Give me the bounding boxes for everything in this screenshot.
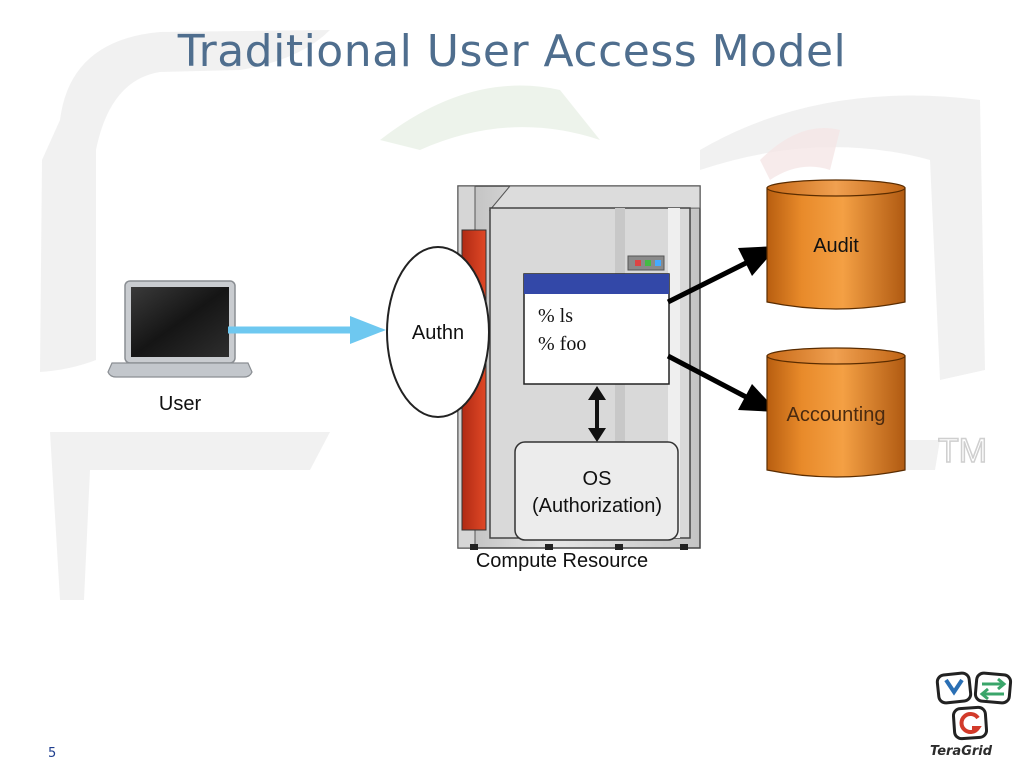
compute-resource-label: Compute Resource: [476, 550, 648, 572]
slide-title: Traditional User Access Model: [177, 26, 847, 77]
os-box: [514, 441, 679, 541]
accounting-label: Accounting: [787, 404, 886, 426]
terminal-os-double-arrow: [588, 386, 606, 442]
authorization-label: (Authorization): [532, 495, 662, 517]
user-label: User: [159, 393, 202, 415]
audit-database-icon: [766, 179, 906, 310]
user-authn-arrow: [228, 316, 386, 344]
os-label: OS: [583, 468, 612, 490]
authn-label: Authn: [412, 322, 464, 344]
terminal-line-1: % ls: [538, 305, 573, 327]
audit-label: Audit: [813, 235, 859, 257]
terminal-window: [523, 273, 670, 385]
terminal-line-2: % foo: [538, 333, 586, 355]
tm-mark: TM: [938, 432, 987, 470]
teragrid-logo-text: TeraGrid: [930, 744, 993, 759]
accounting-database-icon: [766, 347, 906, 478]
teragrid-logo-icon: [935, 671, 1013, 741]
laptop-icon: [107, 280, 253, 378]
authn-node: [386, 246, 490, 418]
page-number: 5: [48, 746, 57, 761]
